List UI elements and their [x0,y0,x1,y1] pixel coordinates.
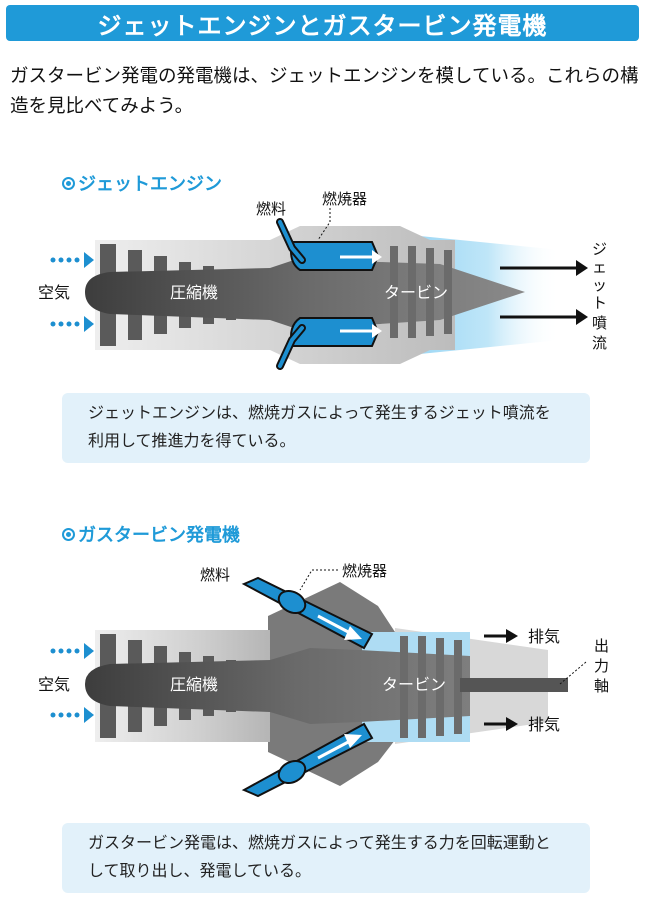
svg-text:出: 出 [594,637,609,655]
gas-flow-arrows [317,614,362,760]
svg-text:力: 力 [594,657,609,675]
jet-fuel-label: 燃料 [256,200,286,218]
gas-shaft-leader [559,661,587,685]
jet-section-title-wrap: ジェットエンジン [62,170,222,196]
jet-combustor-label: 燃焼器 [322,190,367,208]
svg-text:ジ: ジ [592,240,607,258]
svg-text:ト: ト [592,294,607,312]
jet-note-box: ジェットエンジンは、燃焼ガスによって発生するジェット噴流を利用して推進力を得てい… [62,393,590,463]
gas-combustor-leader [299,569,338,591]
gas-section-title-wrap: ガスタービン発電機 [62,521,240,547]
gas-combustors [241,576,374,798]
jet-stream-label-vertical: ジ ェ ッ ト 噴 流 [592,240,607,352]
svg-text:軸: 軸 [594,677,609,695]
gas-section-title: ガスタービン発電機 [78,525,240,546]
svg-text:ッ: ッ [592,276,607,294]
gas-combustor-label: 燃焼器 [342,562,387,580]
gas-compressor-label: 圧縮機 [170,675,218,694]
title-banner: ジェットエンジンとガスタービン発電機 [6,5,639,41]
jet-flow-arrows [340,250,382,338]
gas-turbine-blades [400,636,462,738]
jet-turbine-label: タービン [384,283,448,302]
gas-core [85,648,470,724]
gas-exhaust-arrows [484,629,518,731]
gas-exhaust-label-bottom: 排気 [528,715,560,734]
bullet-icon [62,527,75,541]
jet-stream-arrows [500,260,588,325]
gas-intake-arrows [50,643,94,723]
gas-output-shaft [460,678,568,692]
svg-text:噴: 噴 [592,314,607,332]
gas-exhaust-label-top: 排気 [528,627,560,646]
jet-combustor-leader [317,208,331,241]
gas-shaft-label-vertical: 出 力 軸 [594,637,609,695]
svg-text:流: 流 [592,334,607,352]
gas-fuel-label: 燃料 [200,566,230,584]
jet-intake-arrows [50,252,94,332]
svg-text:ェ: ェ [592,258,607,276]
gas-air-label: 空気 [38,675,70,694]
jet-compressor-label: 圧縮機 [170,283,218,302]
page-title: ジェットエンジンとガスタービン発電機 [97,11,548,40]
jet-section-title: ジェットエンジン [78,174,222,195]
jet-turbine-blades [390,246,452,338]
bullet-icon [62,176,75,190]
intro-text: ガスタービン発電の発電機は、ジェットエンジンを模している。これらの構造を見比べて… [10,66,639,117]
gas-turbine-label: タービン [382,675,446,694]
gas-note-box: ガスタービン発電は、燃焼ガスによって発生する力を回転運動として取り出し、発電して… [62,823,590,893]
jet-air-label: 空気 [38,283,70,302]
